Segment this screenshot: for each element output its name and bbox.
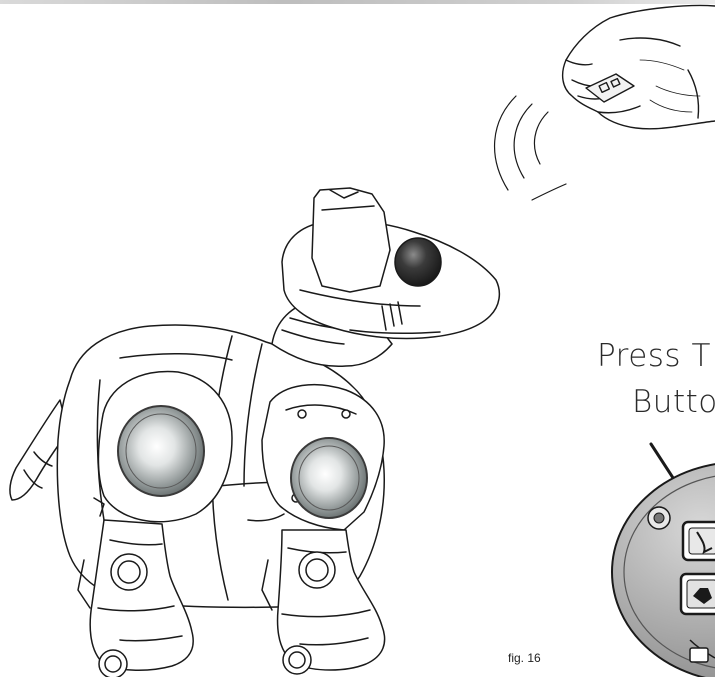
button-instruction-text: Butto: [632, 384, 715, 420]
hand-remote-icon: [563, 6, 715, 129]
press-instruction-text: Press T: [597, 338, 711, 374]
figure-caption: fig. 16: [508, 651, 541, 665]
remote-control-button-icon: [612, 462, 715, 677]
robot-dog-icon: [10, 188, 499, 677]
signal-waves-icon: [495, 96, 566, 200]
